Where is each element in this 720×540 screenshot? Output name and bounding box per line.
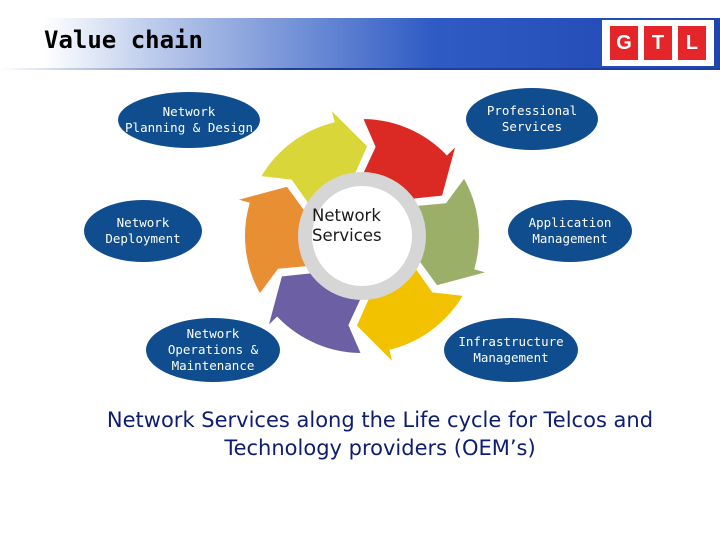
gtl-logo: G T L	[602, 20, 714, 66]
logo-letter-g: G	[610, 26, 638, 60]
node-infrastructure-management: Infrastructure Management	[444, 318, 578, 382]
header-bar	[0, 18, 720, 70]
logo-letter-t: T	[644, 26, 672, 60]
node-professional-services-label: Professional Services	[486, 103, 578, 134]
node-infrastructure-management-label: Infrastructure Management	[458, 334, 564, 365]
node-network-operations: Network Operations & Maintenance	[146, 318, 280, 382]
node-network-deployment-label: Network Deployment	[105, 215, 181, 246]
node-application-management-label: Application Management	[528, 215, 612, 246]
header-underline	[0, 68, 720, 70]
logo-letter-l: L	[678, 26, 706, 60]
node-professional-services: Professional Services	[466, 88, 598, 150]
page-title: Value chain	[44, 26, 203, 54]
node-network-operations-label: Network Operations & Maintenance	[167, 326, 259, 373]
inner-hub	[312, 186, 412, 286]
node-network-deployment: Network Deployment	[84, 200, 202, 262]
center-label-network-services: Network Services	[312, 206, 382, 245]
node-network-planning: Network Planning & Design	[118, 92, 260, 148]
node-application-management: Application Management	[508, 200, 632, 262]
caption: Network Services along the Life cycle fo…	[106, 408, 654, 460]
node-network-planning-label: Network Planning & Design	[125, 104, 253, 135]
